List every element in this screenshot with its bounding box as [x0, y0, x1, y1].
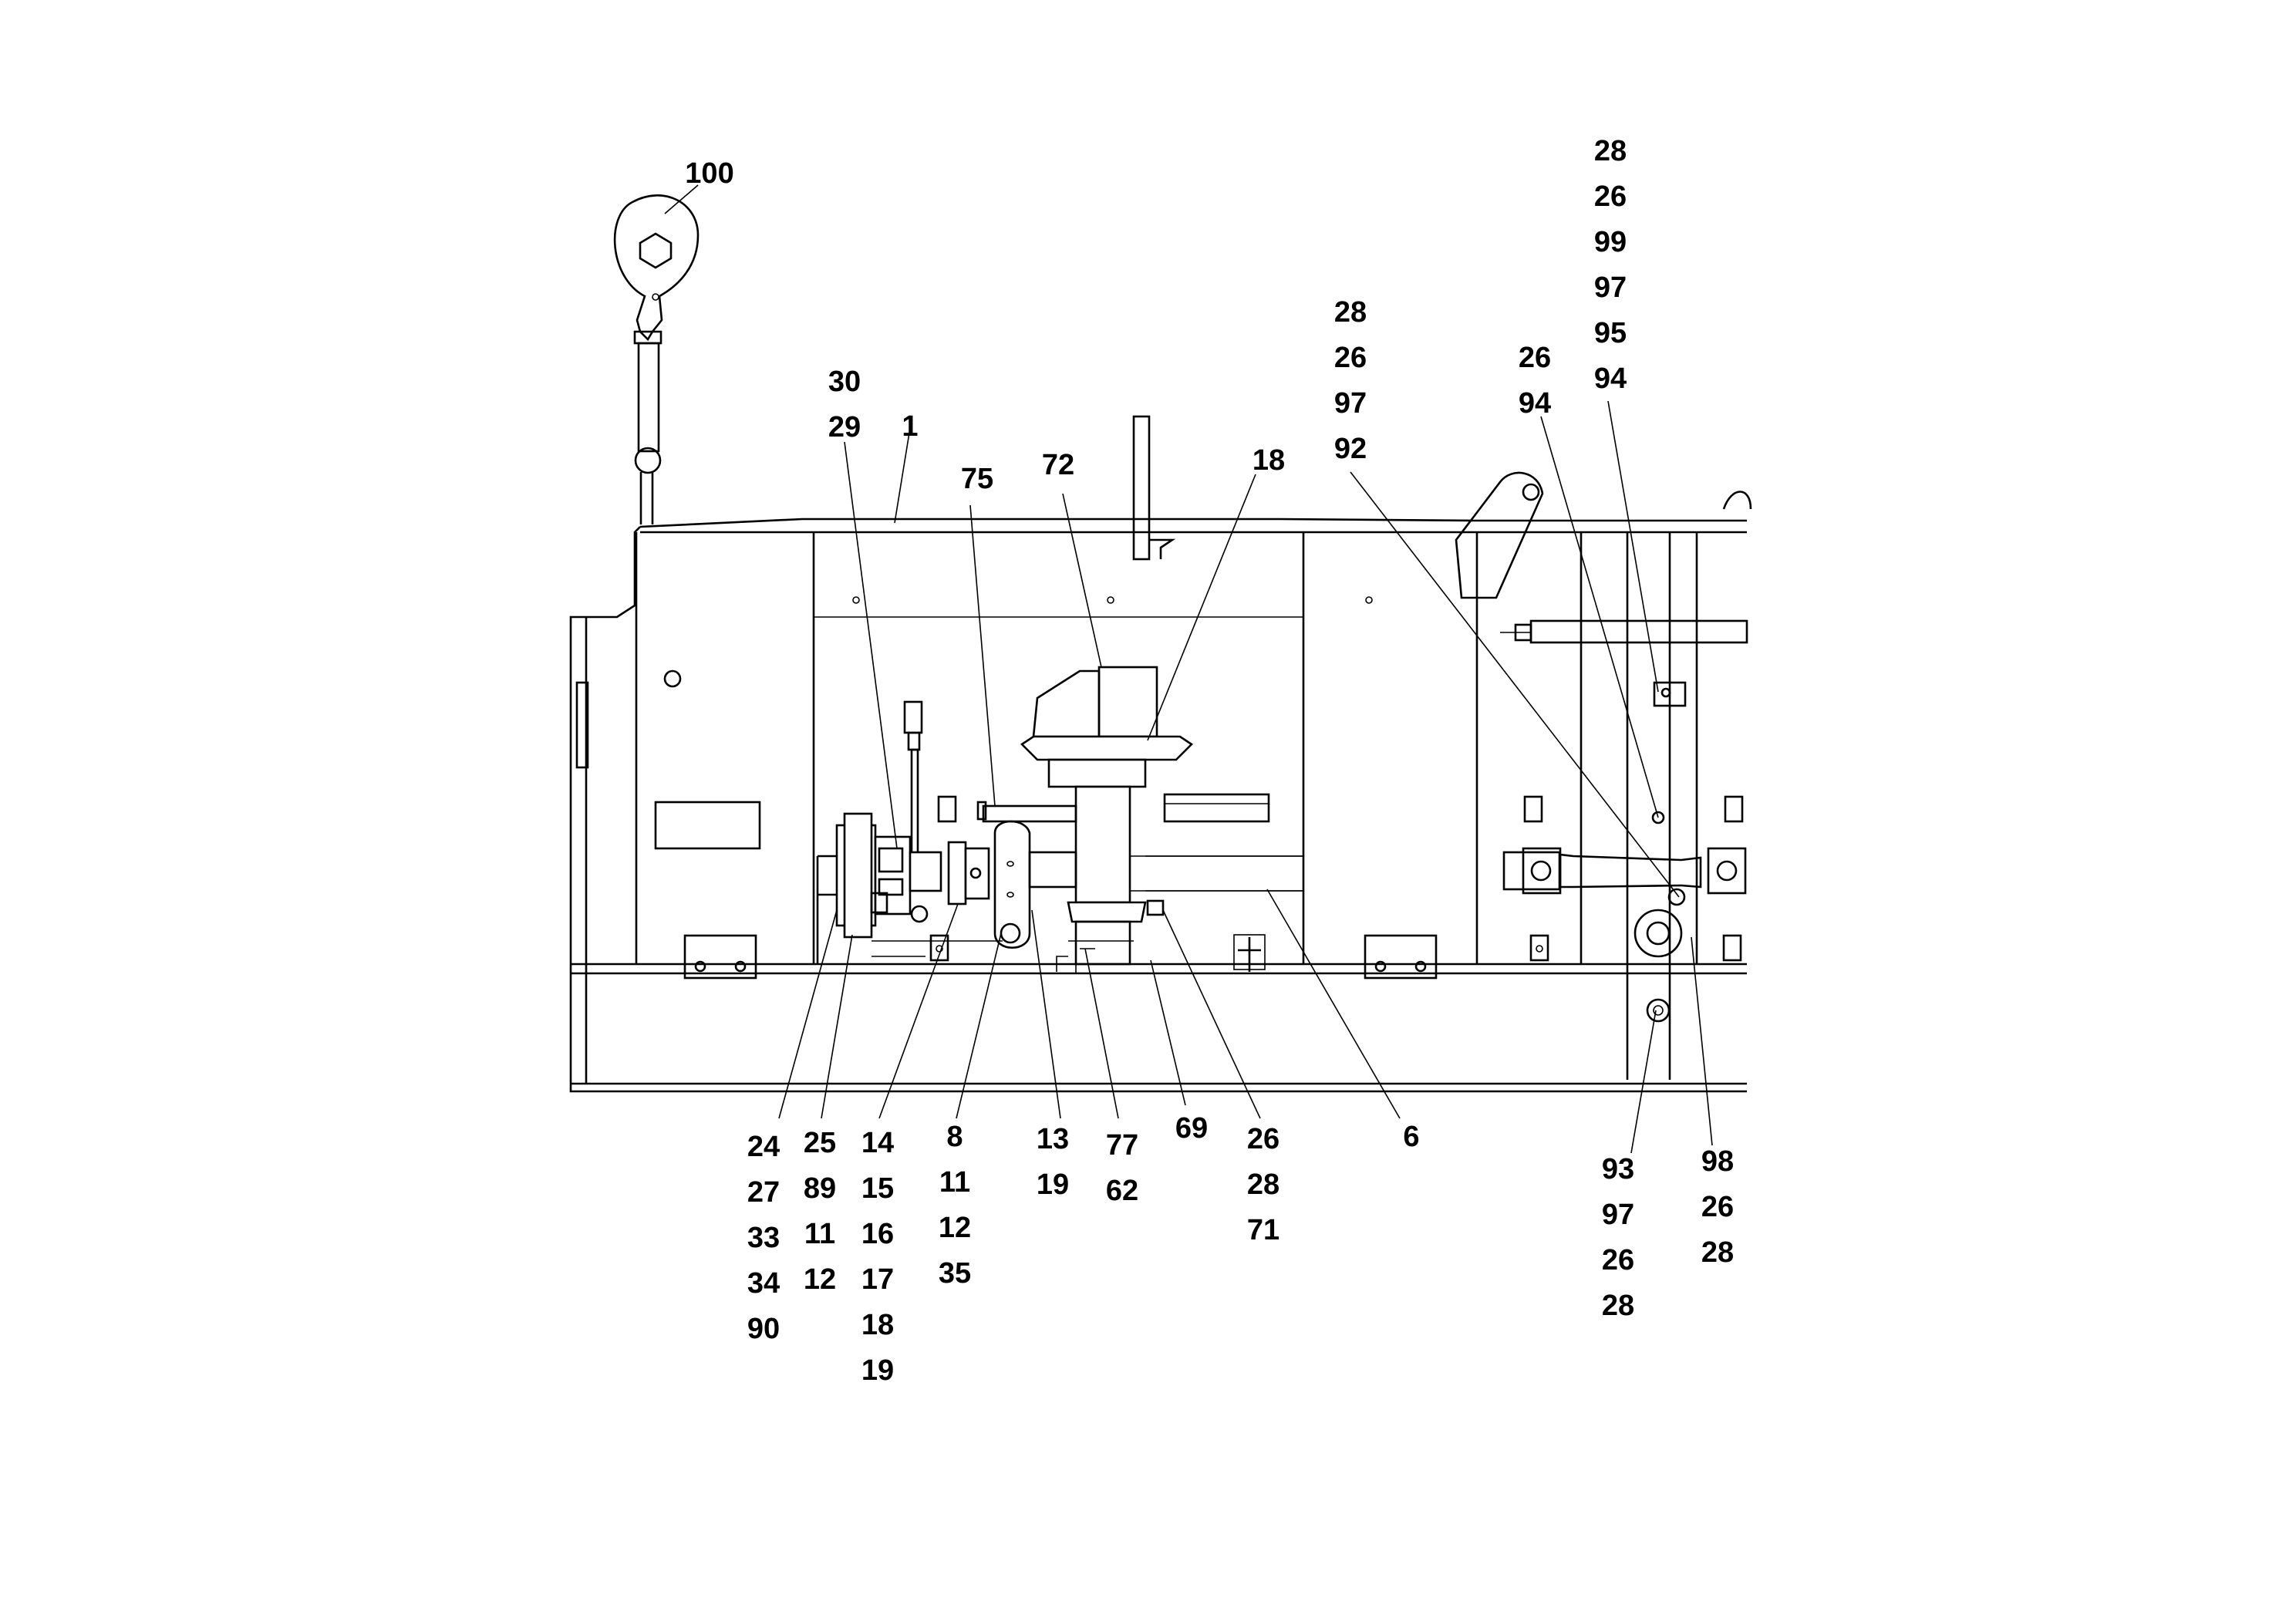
callout-8-group: 8 11 12 35: [939, 1114, 971, 1297]
callout-num: 34: [747, 1267, 781, 1300]
callout-num: 15: [861, 1172, 895, 1205]
callout-num: 97: [1333, 387, 1367, 420]
callout-num: 90: [747, 1313, 781, 1345]
callout-num: 26: [1593, 180, 1627, 213]
callout-26-28-71: 26 28 71: [1247, 1117, 1279, 1253]
callout-num: 92: [1333, 433, 1367, 465]
callout-93-group: 93 97 26 28: [1602, 1147, 1634, 1329]
callout-num: 13: [1036, 1123, 1070, 1155]
callout-69: 69: [1175, 1106, 1208, 1152]
callout-num: 30: [828, 366, 861, 398]
main-frame: [569, 415, 1747, 1093]
callout-1: 1: [902, 404, 918, 450]
callout-num: 8: [946, 1121, 963, 1153]
callout-num: 6: [1403, 1121, 1420, 1153]
callout-num: 24: [747, 1131, 781, 1163]
callout-30-29: 30 29: [828, 359, 861, 450]
motor-assembly: [976, 666, 1303, 973]
callout-num: 35: [938, 1257, 972, 1290]
callout-77-62: 77 62: [1106, 1123, 1138, 1214]
callout-num: 28: [1701, 1236, 1735, 1269]
callout-num: 26: [1246, 1123, 1280, 1155]
callout-num: 29: [828, 411, 861, 443]
callout-num: 98: [1701, 1145, 1735, 1178]
callout-num: 62: [1105, 1175, 1139, 1207]
callout-28-26-99-97-95-94: 28 26 99 97 95 94: [1594, 129, 1627, 402]
callout-num: 25: [803, 1127, 837, 1159]
right-linkage: [1455, 471, 1752, 958]
pump-assembly: [816, 700, 1003, 964]
callout-num: 75: [960, 463, 994, 495]
callout-num: 94: [1593, 363, 1627, 395]
callout-num: 27: [747, 1176, 781, 1209]
callout-98-group: 98 26 28: [1701, 1139, 1734, 1276]
leader-lines: [664, 184, 1713, 1154]
wrench-tool: [613, 194, 700, 524]
callout-14-group: 14 15 16 17 18 19: [861, 1121, 894, 1394]
callout-num: 77: [1105, 1129, 1139, 1162]
callout-num: 94: [1518, 387, 1552, 420]
callout-num: 28: [1601, 1290, 1635, 1322]
callout-num: 33: [747, 1222, 781, 1254]
callout-26-94: 26 94: [1519, 336, 1551, 427]
callout-num: 16: [861, 1218, 895, 1250]
callout-num: 11: [939, 1166, 971, 1199]
callout-num: 97: [1593, 271, 1627, 304]
callout-num: 26: [1701, 1191, 1735, 1223]
callout-num: 95: [1593, 317, 1627, 349]
callout-num: 28: [1593, 135, 1627, 167]
callout-num: 99: [1593, 226, 1627, 258]
callout-num: 89: [803, 1172, 837, 1205]
callout-75: 75: [961, 457, 993, 502]
callout-28-26-97-92: 28 26 97 92: [1334, 290, 1367, 472]
callout-num: 100: [685, 157, 734, 190]
callout-num: 11: [804, 1218, 836, 1250]
callout-num: 26: [1333, 342, 1367, 374]
callout-num: 19: [861, 1354, 895, 1387]
callout-num: 17: [861, 1263, 895, 1296]
callout-num: 97: [1601, 1199, 1635, 1231]
callout-num: 93: [1601, 1153, 1635, 1185]
callout-72: 72: [1042, 443, 1074, 488]
callout-num: 14: [861, 1127, 895, 1159]
callout-num: 28: [1246, 1168, 1280, 1201]
callout-num: 71: [1246, 1214, 1280, 1246]
callout-num: 26: [1518, 342, 1552, 374]
callout-num: 19: [1036, 1168, 1070, 1201]
callout-6: 6: [1403, 1114, 1419, 1160]
callout-18: 18: [1253, 438, 1285, 484]
callout-num: 69: [1175, 1112, 1209, 1145]
callout-25-group: 25 89 11 12: [804, 1121, 836, 1303]
callout-num: 28: [1333, 296, 1367, 329]
callout-24-group: 24 27 33 34 90: [747, 1125, 780, 1352]
callout-num: 18: [1252, 444, 1286, 477]
callout-13-19: 13 19: [1037, 1117, 1069, 1208]
callout-num: 12: [938, 1212, 972, 1244]
callout-num: 72: [1041, 449, 1075, 481]
callout-num: 26: [1601, 1244, 1635, 1276]
callout-num: 18: [861, 1309, 895, 1341]
callout-num: 1: [902, 410, 919, 443]
callout-100: 100: [685, 151, 733, 197]
callout-num: 12: [803, 1263, 837, 1296]
